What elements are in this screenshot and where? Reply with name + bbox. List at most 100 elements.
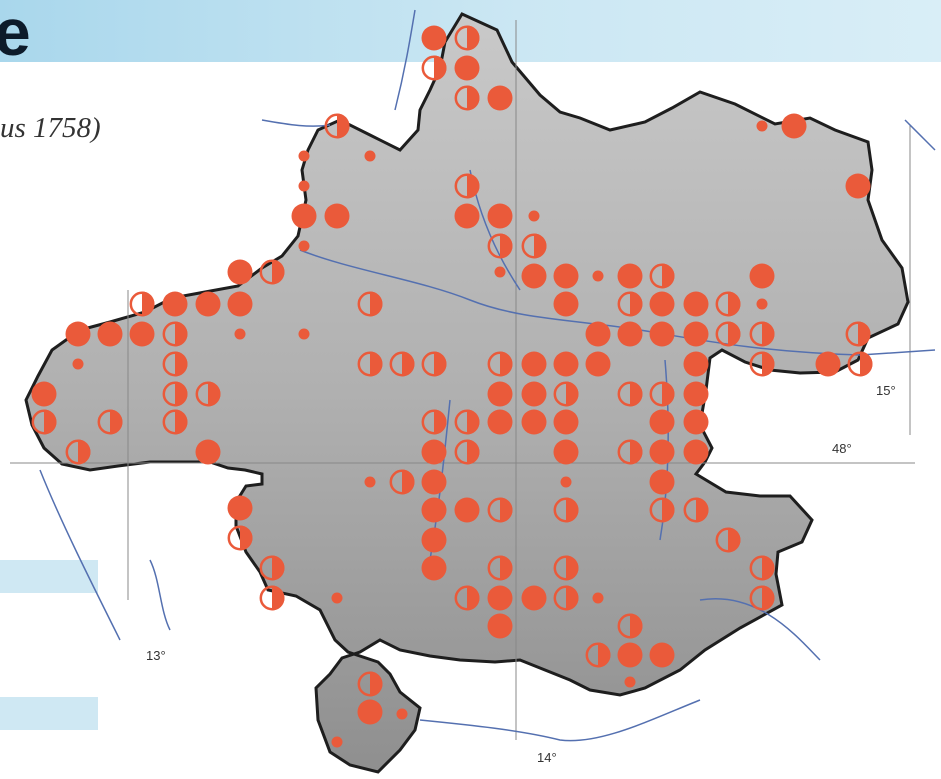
occurrence-dot-small <box>298 328 310 340</box>
occurrence-dot-half <box>454 409 480 435</box>
occurrence-dots <box>31 25 873 748</box>
occurrence-dot-half <box>617 439 643 465</box>
label-lon-14: 14° <box>537 750 557 765</box>
occurrence-dot-small <box>756 298 768 310</box>
occurrence-dot-half <box>454 173 480 199</box>
label-lon-15: 15° <box>876 383 896 398</box>
river-west <box>39 469 121 641</box>
occurrence-dot-half <box>521 233 547 259</box>
occurrence-dot-full <box>324 203 350 229</box>
occurrence-dot-full <box>487 409 513 435</box>
occurrence-dot-half <box>454 585 480 611</box>
occurrence-dot-full <box>649 291 675 317</box>
occurrence-dot-full <box>617 642 643 668</box>
occurrence-dot-half <box>259 259 285 285</box>
occurrence-dot-full <box>649 409 675 435</box>
occurrence-dot-half <box>31 409 57 435</box>
occurrence-dot-small <box>528 210 540 222</box>
occurrence-dot-half <box>389 469 415 495</box>
occurrence-dot-full <box>585 321 611 347</box>
occurrence-dot-half <box>227 525 253 551</box>
occurrence-dot-half <box>585 642 611 668</box>
occurrence-dot-full <box>421 497 447 523</box>
occurrence-dot-full <box>815 351 841 377</box>
occurrence-dot-full <box>649 642 675 668</box>
occurrence-dot-full <box>487 203 513 229</box>
occurrence-dot-small <box>72 358 84 370</box>
occurrence-dot-small <box>298 180 310 192</box>
occurrence-dot-half <box>454 25 480 51</box>
occurrence-dot-half <box>487 555 513 581</box>
occurrence-dot-full <box>683 321 709 347</box>
occurrence-dot-half <box>617 381 643 407</box>
occurrence-dot-full <box>521 351 547 377</box>
occurrence-dot-full <box>683 381 709 407</box>
occurrence-dot-full <box>683 291 709 317</box>
occurrence-dot-half <box>617 291 643 317</box>
occurrence-dot-full <box>195 439 221 465</box>
page-title-fragment: e <box>0 0 31 69</box>
legend-bar-2 <box>0 697 98 730</box>
occurrence-dot-full <box>487 585 513 611</box>
occurrence-dot-small <box>494 266 506 278</box>
occurrence-dot-half <box>65 439 91 465</box>
occurrence-dot-full <box>749 263 775 289</box>
occurrence-dot-full <box>421 469 447 495</box>
occurrence-dot-full <box>162 291 188 317</box>
occurrence-dot-full <box>617 263 643 289</box>
legend-bar-1 <box>0 560 98 593</box>
occurrence-dot-half <box>162 351 188 377</box>
occurrence-dot-small <box>396 708 408 720</box>
occurrence-dot-small <box>592 270 604 282</box>
occurrence-dot-half <box>553 381 579 407</box>
occurrence-dot-full <box>65 321 91 347</box>
occurrence-dot-full <box>227 495 253 521</box>
occurrence-dot-full <box>454 497 480 523</box>
occurrence-dot-half <box>421 409 447 435</box>
occurrence-dot-half <box>162 381 188 407</box>
occurrence-dot-half <box>847 351 873 377</box>
occurrence-dot-full <box>553 439 579 465</box>
occurrence-dot-full <box>585 351 611 377</box>
river-northeast <box>904 119 936 151</box>
occurrence-dot-half <box>487 233 513 259</box>
occurrence-dot-small <box>331 736 343 748</box>
occurrence-dot-small <box>592 592 604 604</box>
occurrence-dot-full <box>421 439 447 465</box>
occurrence-dot-half <box>749 321 775 347</box>
occurrence-dot-half <box>454 439 480 465</box>
occurrence-dot-full <box>227 259 253 285</box>
species-author-fragment: us 1758) <box>0 112 101 144</box>
occurrence-dot-full <box>421 25 447 51</box>
occurrence-dot-half <box>389 351 415 377</box>
occurrence-dot-half <box>749 351 775 377</box>
occurrence-dot-half <box>324 113 350 139</box>
occurrence-dot-full <box>553 351 579 377</box>
occurrence-dot-full <box>421 555 447 581</box>
occurrence-dot-full <box>357 699 383 725</box>
occurrence-dot-full <box>97 321 123 347</box>
occurrence-dot-small <box>234 328 246 340</box>
occurrence-dot-half <box>259 585 285 611</box>
occurrence-dot-half <box>162 321 188 347</box>
occurrence-dot-full <box>454 55 480 81</box>
occurrence-dot-half <box>259 555 285 581</box>
occurrence-dot-full <box>454 203 480 229</box>
occurrence-dot-full <box>487 613 513 639</box>
occurrence-dot-full <box>649 321 675 347</box>
occurrence-dot-full <box>683 409 709 435</box>
occurrence-dot-small <box>298 150 310 162</box>
region-outline <box>24 12 910 774</box>
occurrence-dot-half <box>845 321 871 347</box>
occurrence-dot-half <box>195 381 221 407</box>
occurrence-dot-half <box>617 613 643 639</box>
occurrence-dot-full <box>649 469 675 495</box>
river-main <box>299 249 936 356</box>
occurrence-dot-full <box>291 203 317 229</box>
river-southeast <box>699 597 821 661</box>
river-northwest <box>261 119 331 127</box>
occurrence-dot-half <box>715 321 741 347</box>
occurrence-dot-half <box>649 497 675 523</box>
occurrence-dot-full <box>617 321 643 347</box>
occurrence-dot-full <box>553 263 579 289</box>
